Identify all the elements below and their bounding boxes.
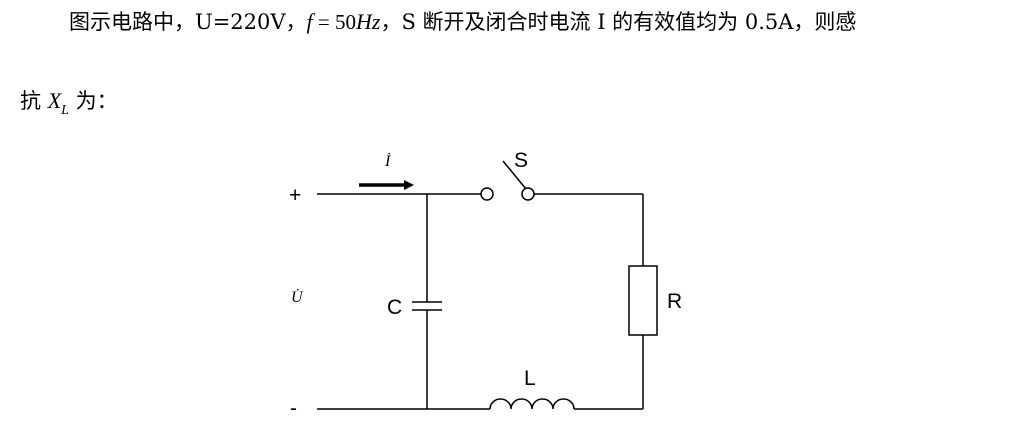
voltage-label: U̇ [291,289,304,306]
reactance-subscript: L [61,103,69,118]
switch-blade [502,160,527,190]
frequency-unit: Hz [356,9,381,34]
switch-terminal-left [480,187,494,201]
current-arrow [359,180,414,190]
minus-terminal-label: - [290,397,297,420]
problem-line2-suffix: 为： [68,89,118,113]
problem-text-prefix: 图示电路中，U=220V， [69,10,307,34]
problem-text-suffix: ，S 断开及闭合时电流 I 的有效值均为 0.5A，则感 [380,10,857,34]
frequency-symbol: f [306,9,313,34]
inductor-label: L [524,367,536,390]
reactance-symbol: X [47,88,62,113]
problem-line-2: 抗 XL 为： [20,87,118,125]
resistor-label: R [667,290,682,313]
frequency-value: = 50 [312,10,357,34]
current-label: İ [384,152,391,170]
capacitor-label: C [387,296,402,319]
problem-line-1: 图示电路中，U=220V，f = 50Hz，S 断开及闭合时电流 I 的有效值均… [69,8,856,36]
resistor-body [628,265,658,336]
inductor-coil [489,398,575,410]
switch-label: S [514,149,528,172]
switch-terminal-right [521,187,535,201]
problem-line2-prefix: 抗 [20,89,48,113]
plus-terminal-label: + [289,184,301,207]
